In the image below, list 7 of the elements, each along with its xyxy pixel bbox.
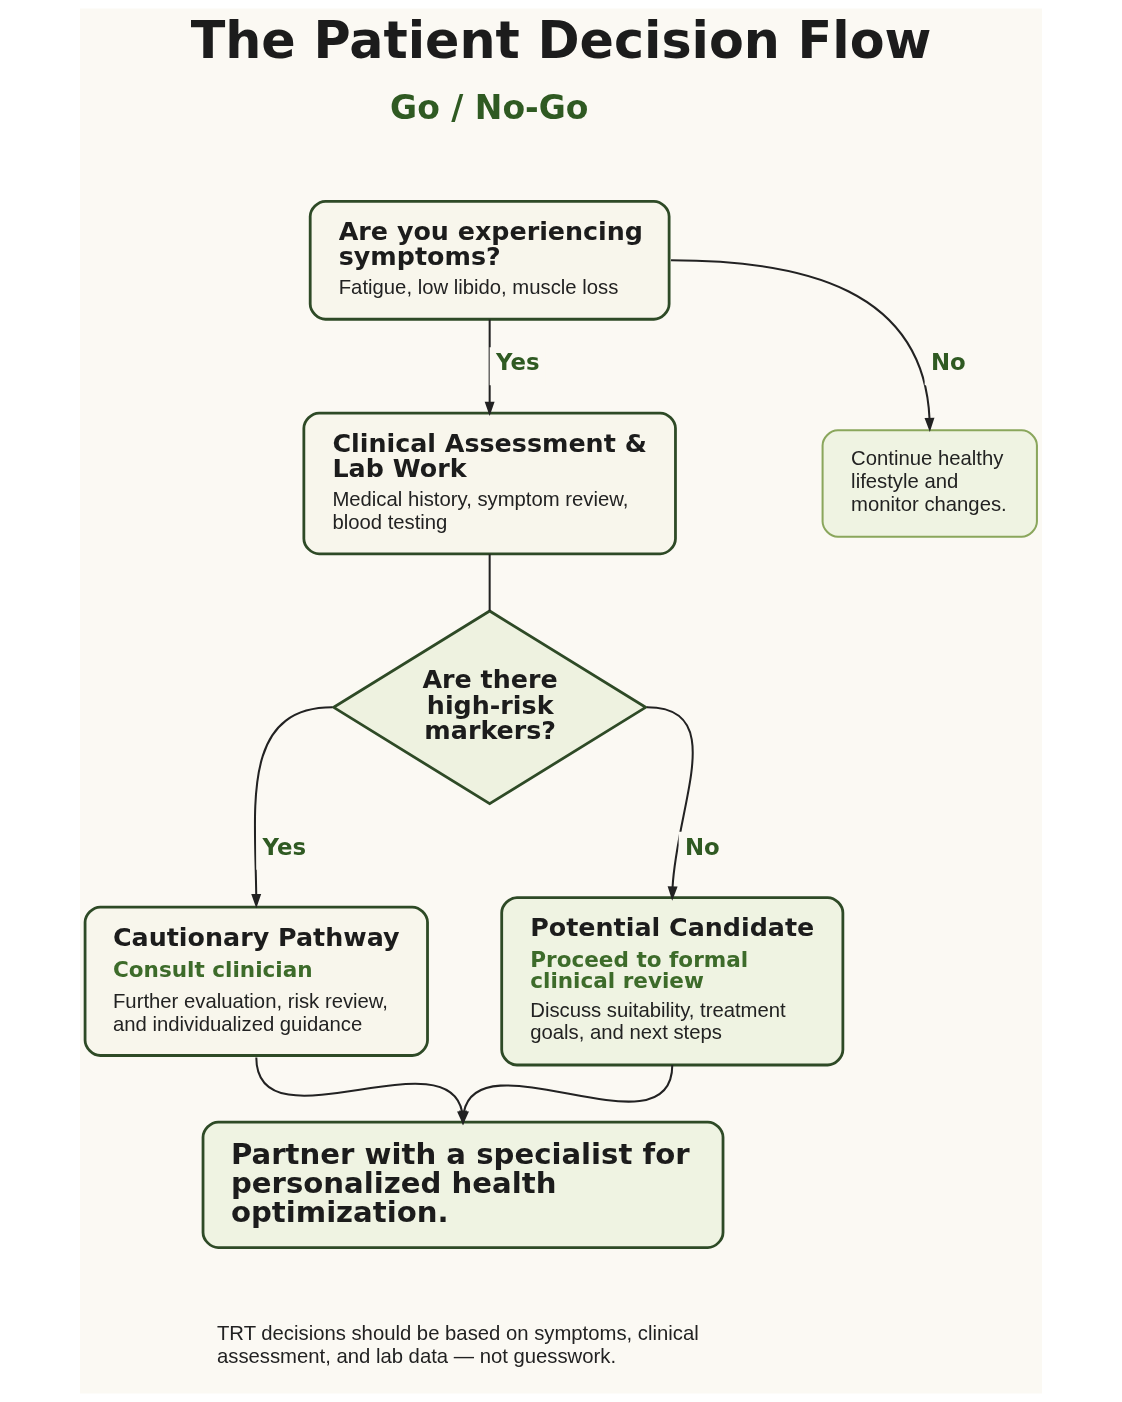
edge-label: No <box>931 349 966 376</box>
label: TRT decisions should be based on symptoms, clinical assessment, and lab data — not guesswork. <box>216 1321 699 1367</box>
label: Go / No-Go <box>390 87 589 127</box>
diagram-title: The Patient Decision Flow <box>190 10 932 70</box>
edge-label: Yes <box>262 833 307 860</box>
edge-label: No <box>684 833 720 860</box>
edge-label: Yes <box>496 349 540 376</box>
